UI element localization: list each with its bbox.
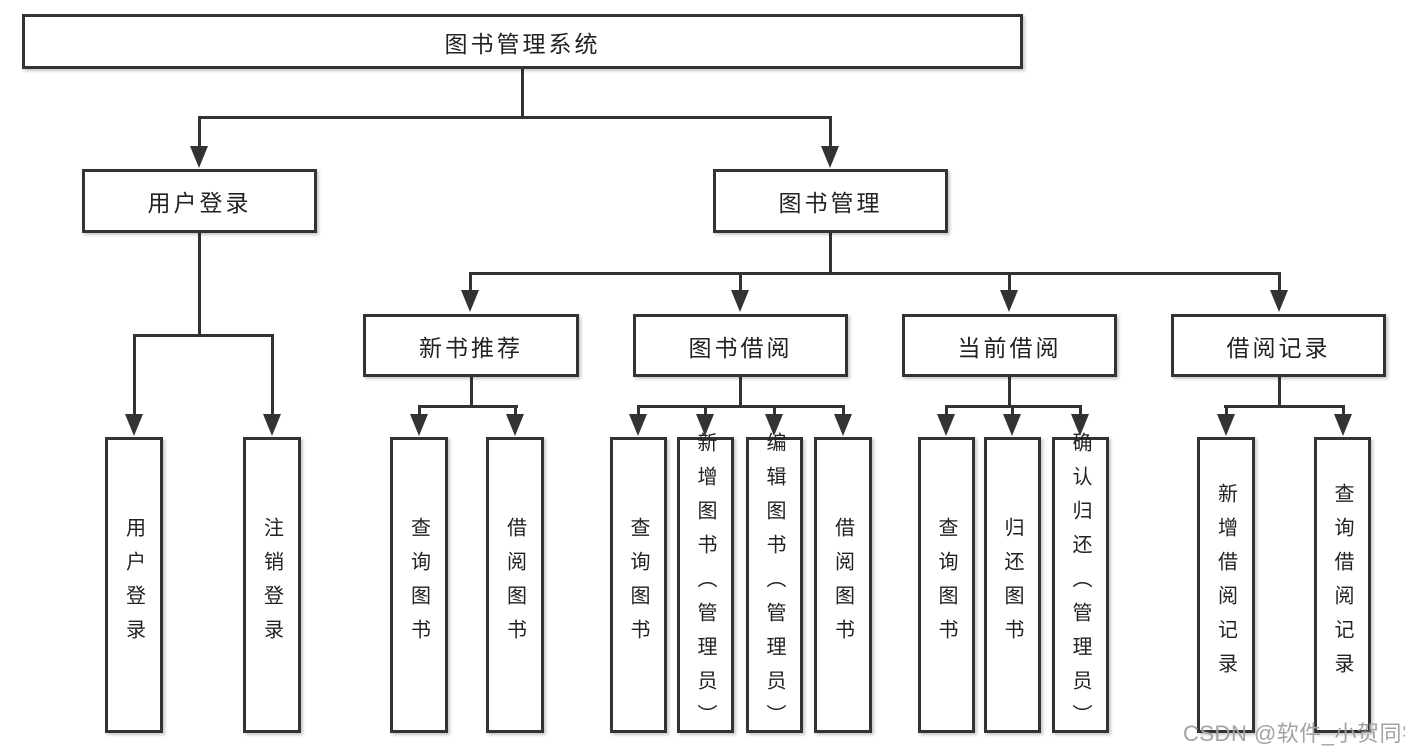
connector-line bbox=[637, 405, 640, 416]
connector-line bbox=[469, 272, 472, 292]
leaf-query-borrow-record: 查询借阅记录 bbox=[1314, 437, 1371, 733]
arrowhead bbox=[410, 414, 428, 436]
node-book-borrow-label: 图书借阅 bbox=[688, 334, 793, 361]
leaf-edit-book-admin-label: 编辑图书（管理员） bbox=[763, 432, 785, 738]
connector-line bbox=[271, 334, 274, 416]
node-root-label: 图书管理系统 bbox=[444, 30, 601, 57]
connector-line bbox=[1278, 377, 1281, 408]
connector-line bbox=[133, 334, 136, 416]
node-borrow-records: 借阅记录 bbox=[1171, 314, 1386, 377]
connector-line bbox=[198, 116, 201, 148]
arrowhead bbox=[821, 146, 839, 168]
connector-line bbox=[739, 272, 742, 292]
node-current-borrow-label: 当前借阅 bbox=[957, 334, 1062, 361]
leaf-query-books-current: 查询图书 bbox=[918, 437, 975, 733]
leaf-confirm-return-admin-label: 确认归还（管理员） bbox=[1069, 432, 1091, 738]
node-user-login: 用户登录 bbox=[82, 169, 317, 233]
node-borrow-records-label: 借阅记录 bbox=[1226, 334, 1331, 361]
leaf-query-borrow-record-label: 查询借阅记录 bbox=[1331, 483, 1353, 687]
leaf-add-borrow-record-label: 新增借阅记录 bbox=[1214, 483, 1237, 687]
connector-line bbox=[739, 377, 742, 408]
leaf-borrow-books-recommend-label: 借阅图书 bbox=[503, 517, 526, 653]
connector-line bbox=[637, 405, 845, 408]
arrowhead bbox=[1334, 414, 1352, 436]
node-book-management-label: 图书管理 bbox=[778, 190, 883, 216]
arrowhead bbox=[629, 414, 647, 436]
arrowhead bbox=[263, 414, 281, 436]
arrowhead bbox=[1217, 414, 1235, 436]
arrowhead bbox=[1003, 414, 1021, 436]
leaf-user-login: 用户登录 bbox=[105, 437, 163, 733]
node-root: 图书管理系统 bbox=[22, 14, 1023, 69]
connector-line bbox=[945, 405, 948, 416]
connector-line bbox=[521, 69, 524, 119]
connector-line bbox=[418, 405, 421, 416]
node-current-borrow: 当前借阅 bbox=[902, 314, 1117, 377]
connector-line bbox=[418, 405, 518, 408]
arrowhead bbox=[696, 414, 714, 436]
leaf-borrow-books-recommend: 借阅图书 bbox=[486, 437, 544, 733]
leaf-add-book-admin-label: 新增图书（管理员） bbox=[694, 432, 716, 738]
connector-line bbox=[469, 272, 1281, 275]
leaf-query-books-borrow-label: 查询图书 bbox=[627, 517, 649, 653]
arrowhead bbox=[125, 414, 143, 436]
leaf-add-book-admin: 新增图书（管理员） bbox=[677, 432, 734, 738]
connector-line bbox=[1224, 405, 1344, 408]
leaf-borrow-books: 借阅图书 bbox=[814, 437, 872, 733]
node-book-borrow: 图书借阅 bbox=[633, 314, 848, 377]
leaf-confirm-return-admin: 确认归还（管理员） bbox=[1052, 432, 1109, 738]
connector-line bbox=[470, 377, 473, 408]
arrowhead bbox=[190, 146, 208, 168]
leaf-query-books-current-label: 查询图书 bbox=[935, 517, 957, 653]
node-new-book-recommend: 新书推荐 bbox=[363, 314, 579, 377]
connector-line bbox=[1225, 405, 1228, 416]
arrowhead bbox=[506, 414, 524, 436]
leaf-borrow-books-label: 借阅图书 bbox=[831, 517, 854, 653]
connector-line bbox=[198, 116, 832, 119]
leaf-user-login-label: 用户登录 bbox=[122, 517, 145, 653]
arrowhead bbox=[1000, 290, 1018, 312]
connector-line bbox=[842, 405, 845, 416]
arrowhead bbox=[461, 290, 479, 312]
connector-line bbox=[1079, 405, 1082, 416]
leaf-return-book-label: 归还图书 bbox=[1001, 517, 1023, 653]
node-user-login-label: 用户登录 bbox=[147, 190, 252, 216]
leaf-query-books-recommend-label: 查询图书 bbox=[407, 517, 430, 653]
leaf-query-books-recommend: 查询图书 bbox=[390, 437, 448, 733]
leaf-logout: 注销登录 bbox=[243, 437, 301, 733]
connector-line bbox=[514, 405, 517, 416]
leaf-edit-book-admin: 编辑图书（管理员） bbox=[746, 432, 803, 738]
node-book-management: 图书管理 bbox=[713, 169, 948, 233]
connector-line bbox=[1011, 405, 1014, 416]
leaf-query-books-borrow: 查询图书 bbox=[610, 437, 667, 733]
connector-line bbox=[1008, 272, 1011, 292]
leaf-logout-label: 注销登录 bbox=[260, 517, 283, 653]
connector-line bbox=[773, 405, 776, 416]
connector-line bbox=[1008, 377, 1011, 408]
arrowhead bbox=[937, 414, 955, 436]
leaf-return-book: 归还图书 bbox=[984, 437, 1041, 733]
connector-line bbox=[704, 405, 707, 416]
arrowhead bbox=[765, 414, 783, 436]
arrowhead bbox=[834, 414, 852, 436]
watermark: CSDN @软件_小贺同学 bbox=[1183, 721, 1405, 746]
connector-line bbox=[1342, 405, 1345, 416]
arrowhead bbox=[731, 290, 749, 312]
connector-line bbox=[829, 116, 832, 148]
arrowhead bbox=[1071, 414, 1089, 436]
connector-line bbox=[829, 233, 832, 275]
leaf-add-borrow-record: 新增借阅记录 bbox=[1197, 437, 1255, 733]
connector-line bbox=[133, 334, 274, 337]
arrowhead bbox=[1270, 290, 1288, 312]
node-new-book-recommend-label: 新书推荐 bbox=[419, 334, 523, 361]
connector-line bbox=[198, 233, 201, 337]
connector-line bbox=[1278, 272, 1281, 292]
